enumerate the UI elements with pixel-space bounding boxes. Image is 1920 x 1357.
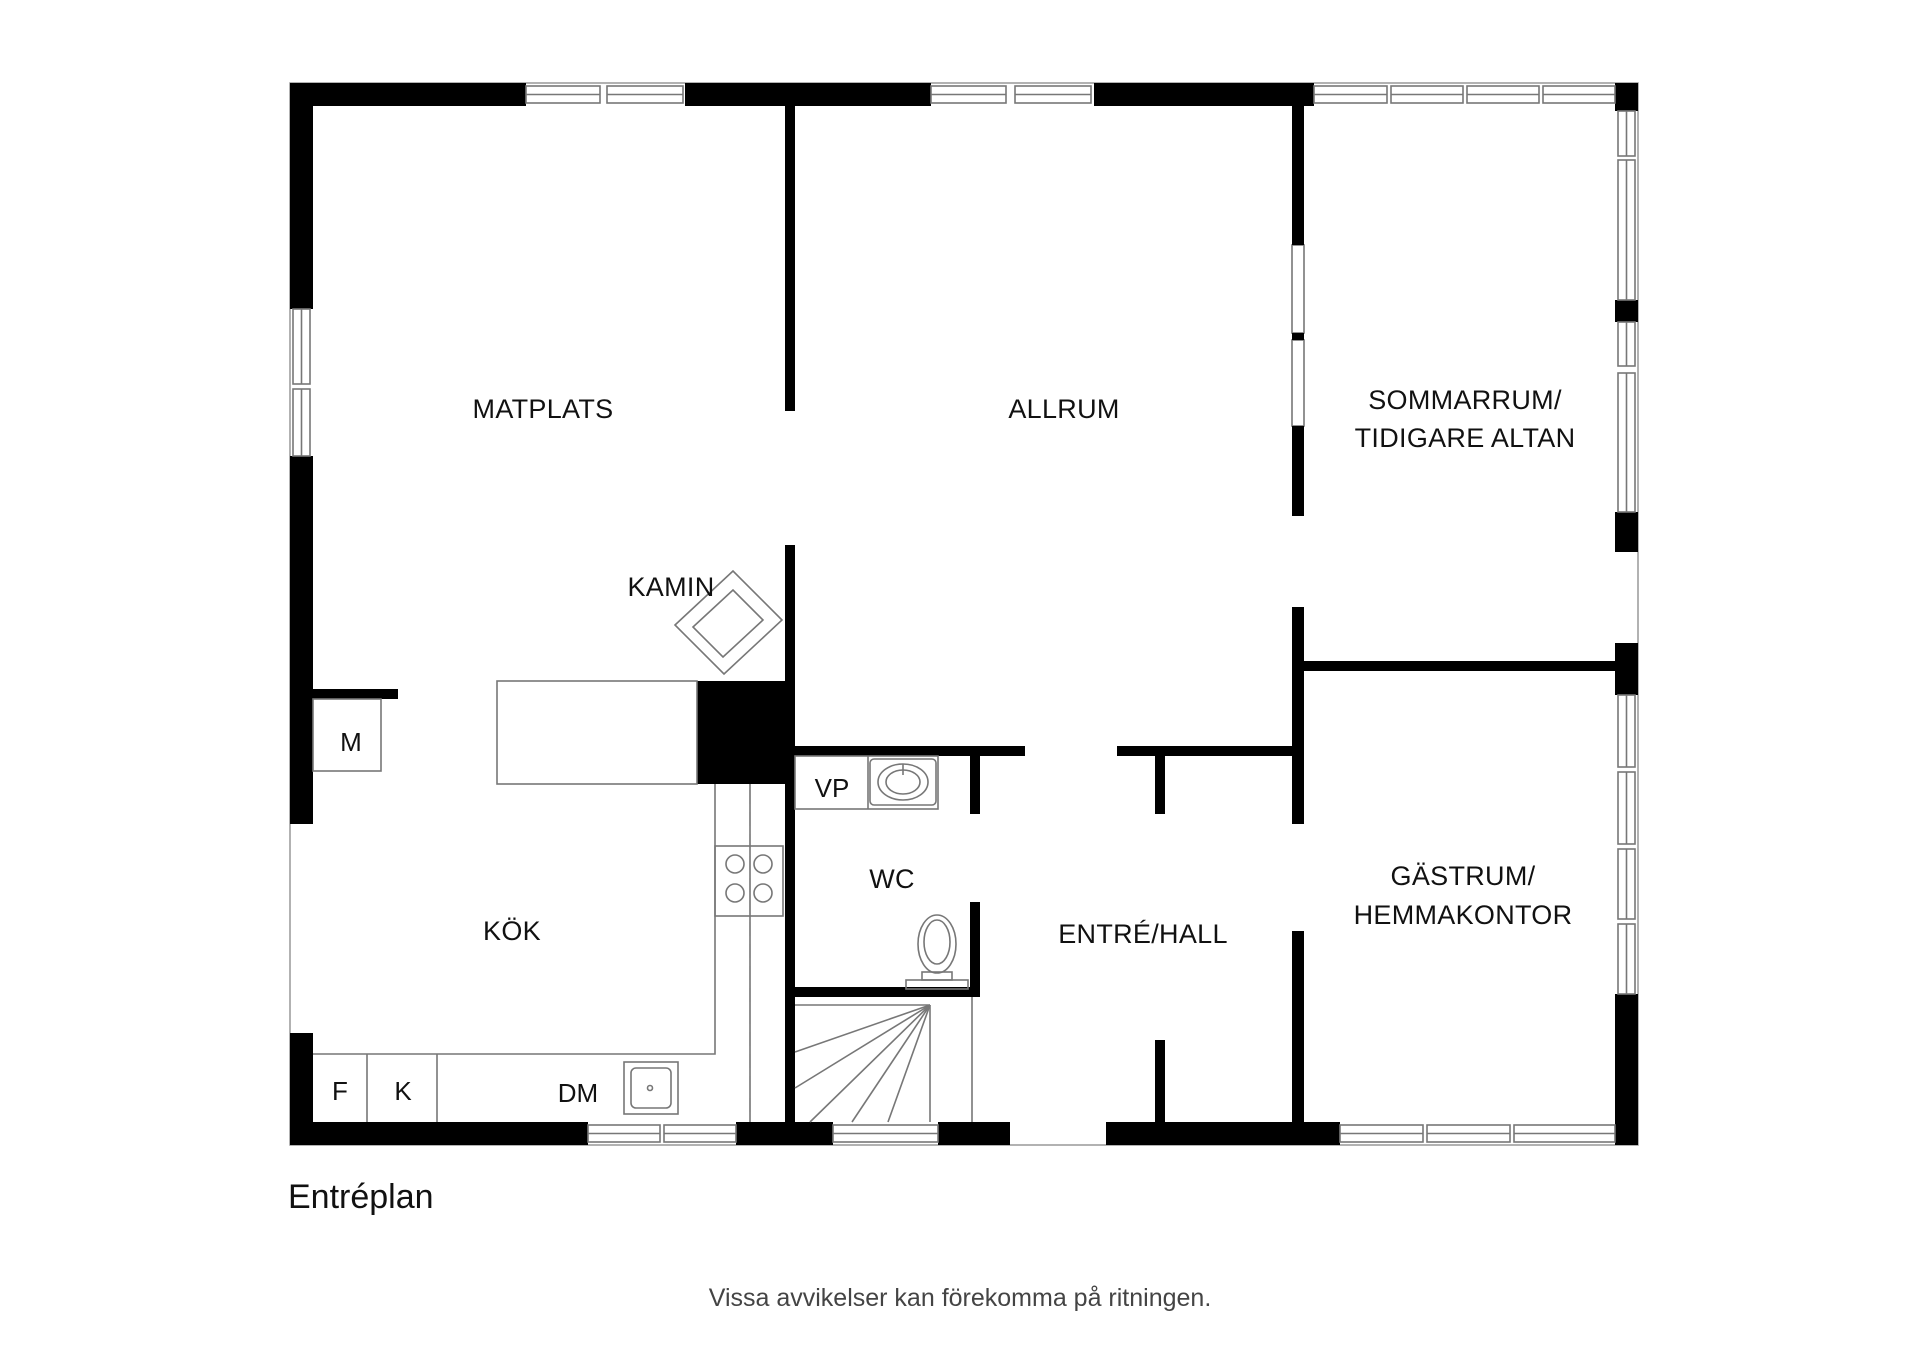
plan-caption: Entréplan [288, 1178, 434, 1216]
wall-allrum-sommarrum-low [1292, 426, 1304, 516]
wall-hall-bottom-stub [1155, 1040, 1165, 1122]
fireplace [673, 569, 784, 676]
label-gastrum-line2: HEMMAKONTOR [1354, 900, 1573, 930]
kitchen-sink-drain [646, 1084, 654, 1092]
wall-wc-right-upper [970, 756, 980, 814]
wall-hall-gastrum-upper [1292, 607, 1304, 824]
label-kok: KÖK [483, 916, 541, 946]
wall-hall-gastrum-lower [1292, 931, 1304, 1122]
label-vp: VP [815, 773, 850, 803]
kitchen-sink [623, 1061, 679, 1115]
fixtures [312, 569, 973, 1123]
label-allrum: ALLRUM [1008, 394, 1119, 424]
washbasin [869, 758, 937, 806]
wc-counter [794, 755, 939, 810]
wall-bottom-3 [938, 1122, 1010, 1145]
stove-burner-4 [753, 883, 773, 903]
wall-right-1 [1615, 300, 1638, 322]
window-inner-2 [1291, 339, 1305, 427]
label-wc: WC [869, 864, 915, 894]
window-inner-1 [1291, 244, 1305, 334]
label-entre: ENTRÉ/HALL [1058, 919, 1228, 949]
toilet [905, 914, 969, 990]
stove [714, 845, 784, 917]
label-m: M [340, 727, 362, 757]
wall-allrum-sommarrum-mid [1292, 333, 1304, 340]
stove-burner-2 [753, 854, 773, 874]
wall-right-2 [1615, 512, 1638, 552]
chimney-block [697, 681, 795, 784]
label-sommarrum-line1: SOMMARRUM/ [1368, 385, 1562, 415]
kitchen-island [496, 680, 698, 785]
wall-closet-m-top [313, 689, 398, 699]
wall-top-3 [1094, 83, 1314, 106]
wall-top-4 [1615, 83, 1638, 111]
wall-matplats-allrum-lower [785, 545, 795, 1122]
room-labels: MATPLATS ALLRUM SOMMARRUM/ TIDIGARE ALTA… [473, 385, 1576, 949]
interior-walls [313, 106, 1615, 1122]
wall-matplats-allrum-upper [785, 106, 795, 411]
wall-right-3 [1615, 643, 1638, 695]
outer-walls [290, 83, 1638, 1145]
wall-hall-stub [1155, 756, 1165, 814]
outer-outline [289, 82, 1639, 1146]
wall-wc-top [795, 746, 1025, 756]
kitchen-sink-basin [630, 1067, 672, 1109]
disclaimer-text: Vissa avvikelser kan förekomma på ritnin… [708, 1284, 1212, 1312]
label-sommarrum-line2: TIDIGARE ALTAN [1355, 423, 1576, 453]
wall-right-4 [1615, 994, 1638, 1145]
wall-bottom-2 [736, 1122, 833, 1145]
wall-top-2 [685, 83, 931, 106]
wall-top-1 [290, 83, 526, 106]
wall-sommarrum-gastrum [1304, 661, 1615, 671]
wall-hall-top-right [1117, 746, 1292, 756]
label-gastrum-line1: GÄSTRUM/ [1391, 861, 1536, 891]
label-kamin: KAMIN [627, 572, 714, 602]
wall-allrum-sommarrum-top [1292, 106, 1304, 245]
staircase [794, 997, 973, 1123]
stove-burner-3 [725, 883, 745, 903]
wall-wc-bottom [795, 987, 980, 997]
wall-left-3 [290, 1033, 313, 1145]
label-matplats: MATPLATS [473, 394, 614, 424]
label-k: K [394, 1076, 412, 1106]
stove-burner-1 [725, 854, 745, 874]
windows [292, 85, 1636, 1143]
closet-m [312, 698, 382, 772]
wall-bottom-4 [1106, 1122, 1340, 1145]
wall-left-2 [290, 456, 313, 824]
fixture-labels: M VP F K DM [332, 727, 849, 1108]
label-dm: DM [558, 1078, 598, 1108]
wall-bottom-1 [290, 1122, 588, 1145]
label-f: F [332, 1076, 348, 1106]
wall-wc-right-lower [970, 902, 980, 997]
wall-left-1 [290, 83, 313, 309]
